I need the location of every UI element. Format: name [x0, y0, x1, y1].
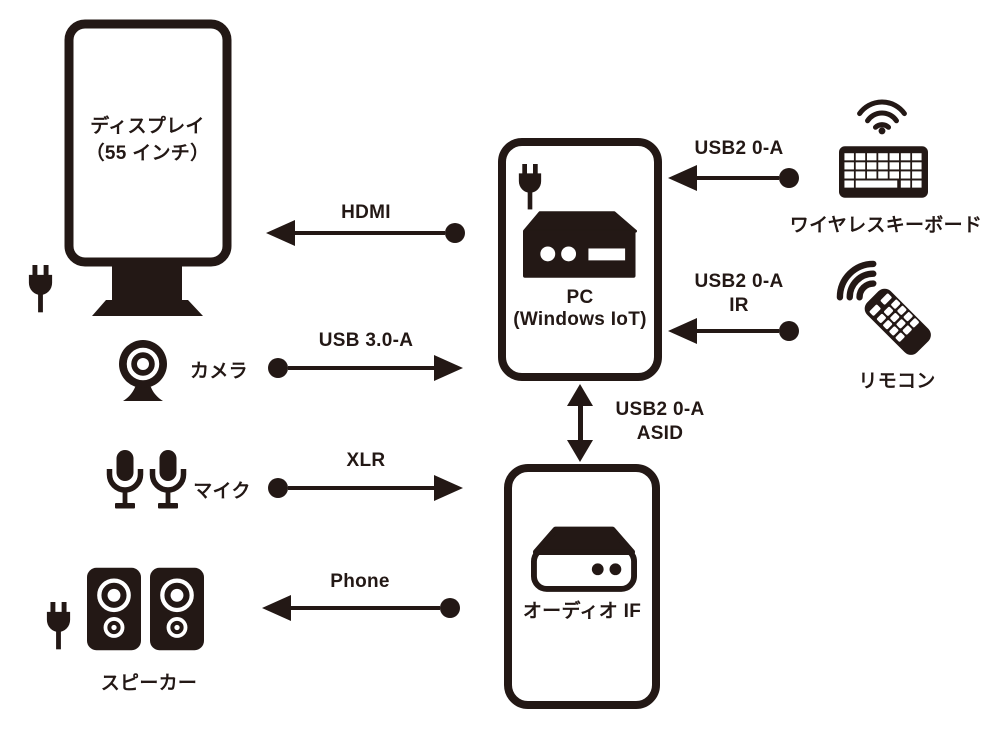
arrow-line: [288, 366, 439, 370]
monitor-icon: [60, 18, 235, 318]
power-plug-icon: [517, 164, 543, 212]
hdmi-connection-label: HDMI: [341, 202, 391, 223]
xlr-arrow: [268, 475, 463, 501]
wireless-keyboard-label: ワイヤレスキーボード: [789, 215, 983, 236]
arrow-line: [286, 606, 440, 610]
pc-label-line2: (Windows IoT): [513, 309, 647, 330]
desktop-box-icon: [523, 211, 637, 279]
arrow-dot: [268, 358, 288, 378]
arrow-line: [577, 402, 583, 444]
remote-usb-arrow: [668, 318, 799, 344]
microphone-label: マイク: [193, 481, 251, 502]
arrow-head-icon: [434, 475, 463, 501]
speaker-icon: [87, 566, 141, 652]
display-label-line2: （55 インチ）: [85, 143, 210, 164]
microphone-icon: [105, 449, 145, 511]
pc-label: PC (Windows IoT): [498, 287, 662, 331]
camera-usb-arrow: [268, 355, 463, 381]
camera-label: カメラ: [190, 361, 248, 382]
keyboard-icon: [839, 146, 928, 198]
camera-connection-label: USB 3.0-A: [318, 330, 414, 351]
microphone-icon: [148, 449, 188, 511]
speakers-label: スピーカー: [100, 673, 198, 694]
webcam-icon: [116, 339, 170, 405]
arrow-dot: [779, 168, 799, 188]
xlr-connection-label: XLR: [346, 450, 386, 471]
phone-arrow: [262, 595, 460, 621]
pc-audio-connection-sublabel: ASID: [636, 423, 684, 444]
remote-control-icon: [836, 260, 938, 362]
wifi-icon: [856, 95, 908, 135]
arrow-head-icon: [434, 355, 463, 381]
remote-connection-label: USB2 0-A: [694, 271, 784, 292]
display-label: ディスプレイ （55 インチ）: [70, 113, 225, 167]
arrow-head-icon: [567, 384, 593, 406]
pc-label-line1: PC: [566, 287, 594, 308]
power-plug-icon: [27, 265, 54, 315]
arrow-head-icon: [567, 440, 593, 462]
hdmi-arrow: [266, 220, 465, 246]
pc-audio-connection-label: USB2 0-A: [615, 399, 705, 420]
keyboard-usb-arrow: [668, 165, 799, 191]
arrow-dot: [440, 598, 460, 618]
audio-interface-icon: [531, 523, 637, 592]
power-plug-icon: [45, 602, 72, 652]
speaker-icon: [150, 566, 204, 652]
arrow-line: [290, 231, 445, 235]
phone-connection-label: Phone: [330, 571, 390, 592]
arrow-line: [692, 329, 779, 333]
arrow-dot: [445, 223, 465, 243]
arrow-dot: [268, 478, 288, 498]
remote-control-label: リモコン: [858, 371, 936, 392]
keyboard-connection-label: USB2 0-A: [694, 138, 784, 159]
arrow-line: [288, 486, 439, 490]
audio-if-label: オーディオ IF: [522, 601, 642, 622]
arrow-line: [692, 176, 779, 180]
remote-connection-sublabel: IR: [729, 295, 749, 316]
arrow-dot: [779, 321, 799, 341]
pc-audio-arrow: [567, 384, 593, 462]
display-label-line1: ディスプレイ: [90, 116, 205, 137]
